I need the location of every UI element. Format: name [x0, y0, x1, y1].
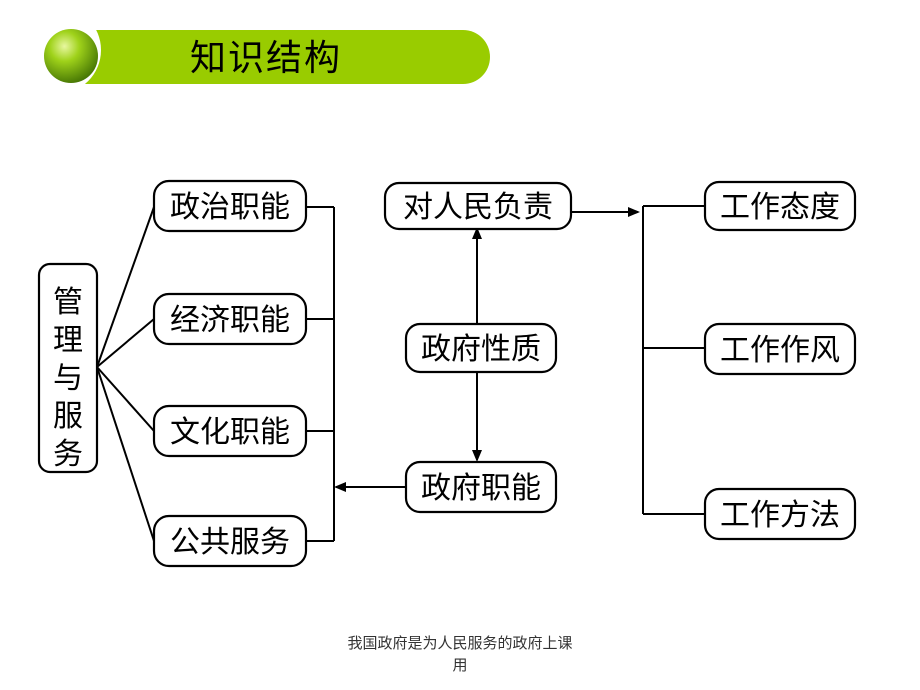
node-label: 公共服务: [170, 525, 290, 560]
work-bracket: [642, 205, 705, 515]
connector-root-cultural: [96, 366, 155, 432]
node-economic-function: 经济职能: [152, 292, 308, 346]
connector-root-political: [96, 206, 155, 368]
node-public-service: 公共服务: [152, 514, 308, 568]
node-label: 经济职能: [170, 303, 290, 338]
node-political-function: 政治职能: [152, 179, 308, 233]
bullet-ball-icon: [13, 6, 101, 94]
node-nature: 政府性质: [404, 322, 558, 374]
page-title: 知识结构: [190, 38, 343, 79]
functions-bracket: [306, 206, 335, 542]
node-work-style: 工作作风: [703, 322, 857, 376]
node-label: 政治职能: [170, 190, 290, 225]
node-gov-functions: 政府职能: [404, 460, 558, 514]
node-label: 政府职能: [421, 471, 541, 506]
connector-root-public: [96, 366, 155, 542]
title-banner: [30, 30, 490, 84]
node-label: 工作态度: [720, 190, 840, 225]
node-work-attitude: 工作态度: [703, 180, 857, 232]
node-cultural-function: 文化职能: [152, 404, 308, 458]
root-label: 管理与服务: [53, 285, 83, 472]
footer-line-1: 我国政府是为人民服务的政府上课: [347, 634, 573, 652]
node-work-method: 工作方法: [703, 487, 857, 541]
node-label: 对人民负责: [403, 190, 553, 225]
node-label: 工作作风: [720, 333, 840, 368]
node-label: 文化职能: [170, 415, 290, 450]
node-root: 管理与服务: [37, 262, 99, 474]
connector-root-economic: [96, 318, 155, 368]
node-responsibility: 对人民负责: [383, 181, 573, 231]
footer-caption: 我国政府是为人民服务的政府上课 用: [310, 632, 610, 676]
footer-line-2: 用: [452, 656, 468, 674]
node-label: 工作方法: [720, 498, 840, 533]
node-label: 政府性质: [421, 332, 541, 367]
